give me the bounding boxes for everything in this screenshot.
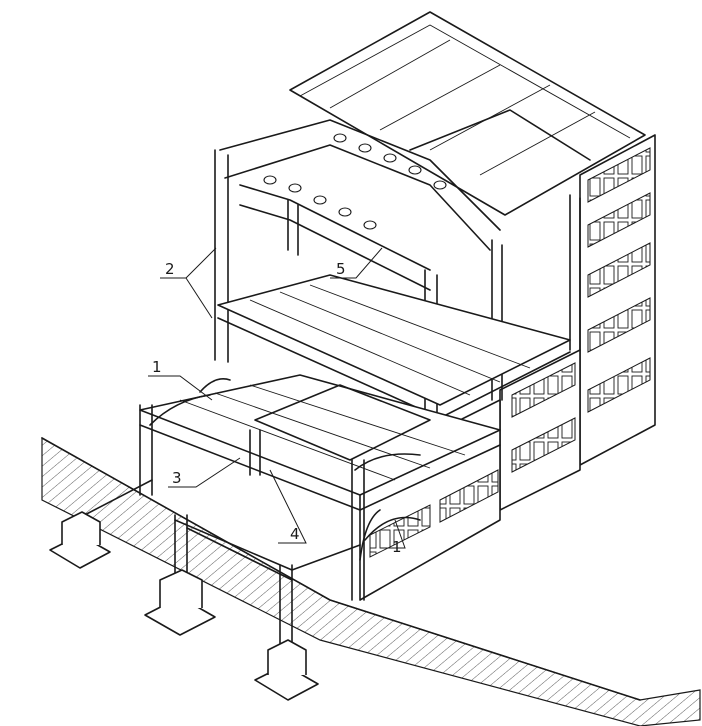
facade-wall (359, 134, 656, 601)
haunch-brackets (149, 378, 421, 561)
ground-section (41, 436, 701, 726)
callout-leaders (148, 247, 406, 549)
callout-4: 4 (290, 525, 300, 543)
callout-2: 2 (165, 260, 175, 278)
callout-1-upper: 1 (152, 358, 162, 376)
callout-5: 5 (336, 260, 346, 278)
ground-frame (74, 404, 365, 651)
roof-truss (219, 119, 501, 291)
lower-floor-slab (139, 374, 501, 511)
callout-labels: 1 2 3 4 5 1 (152, 260, 402, 556)
roof (289, 11, 646, 216)
callout-1-lower: 1 (392, 538, 402, 556)
foundations (49, 511, 319, 701)
callout-3: 3 (172, 469, 182, 487)
